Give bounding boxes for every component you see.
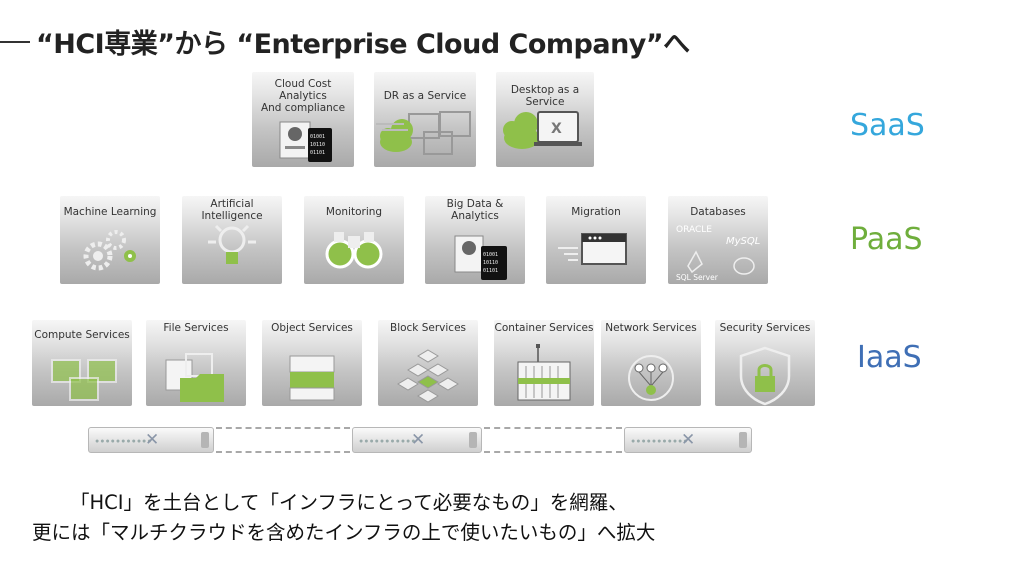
tile-machine-learning: Machine Learning (60, 196, 160, 284)
node-link (216, 427, 350, 453)
shield-lock-icon (739, 346, 791, 406)
desktop-cloud-icon: X (503, 111, 582, 149)
server-node: ●●●●●●●●●●● ✕ (352, 427, 482, 453)
file-folder-icon (165, 353, 224, 402)
tile-cloud-cost: Cloud Cost Analytics And compliance 0100… (252, 72, 354, 167)
dr-cloud-vm-icon (376, 111, 471, 155)
vent-dots: ●●●●●●●●●●● (631, 438, 689, 445)
title-accent-line (0, 41, 30, 43)
tile-label: Desktop as a Service (510, 84, 580, 108)
server-node: ●●●●●●●●●●● ✕ (88, 427, 214, 453)
tile-network-services: Network Services (601, 320, 701, 406)
cost-analytics-icon: 01001 10110 01101 (279, 121, 332, 162)
layer-label-paas: PaaS (850, 222, 923, 257)
tile-label: Monitoring (325, 206, 383, 218)
tile-migration: Migration (546, 196, 646, 284)
svg-text:01101: 01101 (310, 150, 325, 156)
tile-label: Block Services (389, 322, 466, 334)
tile-label: Machine Learning (63, 206, 157, 218)
tile-label: Migration (571, 206, 621, 218)
container-icon (517, 344, 571, 401)
vm-stack-icon (51, 359, 117, 401)
object-storage-icon (289, 355, 335, 401)
svg-text:01101: 01101 (483, 268, 498, 274)
layer-label-iaas: IaaS (857, 340, 922, 375)
nutanix-x-icon: ✕ (411, 430, 426, 449)
blocks-icon (397, 349, 459, 403)
svg-text:X: X (551, 121, 562, 137)
tile-label: Compute Services (34, 329, 130, 341)
lightbulb-icon (208, 224, 256, 264)
node-link (484, 427, 622, 453)
database-logos-icon: ORACLE MySQL SQL Server (676, 225, 760, 282)
tile-block-services: Block Services (378, 320, 478, 406)
nutanix-x-icon: ✕ (681, 430, 696, 449)
gears-icon (83, 230, 136, 271)
tile-container-services: Container Services (494, 320, 594, 406)
tile-object-services: Object Services (262, 320, 362, 406)
nutanix-x-icon: ✕ (145, 430, 160, 449)
drive-bay (739, 432, 747, 448)
slide-title: “HCI専業”から “Enterprise Cloud Company”へ (36, 29, 690, 60)
subtitle-line-2: 更には「マルチクラウドを含めたインフラの上で使いたいもの」へ拡大 (32, 521, 656, 544)
tile-artificial-intelligence: Artificial Intelligence (182, 196, 282, 284)
network-icon (628, 355, 674, 401)
tile-desktop-as-a-service: Desktop as a Service X (496, 72, 594, 167)
tile-compute-services: Compute Services (32, 320, 132, 406)
svg-text:10110: 10110 (310, 142, 325, 148)
tile-label: Databases (690, 206, 746, 218)
oracle-logo: ORACLE (676, 225, 712, 235)
drive-bay (201, 432, 209, 448)
subtitle-line-1: 「HCI」を土台として「インフラにとって必要なもの」を網羅、 (70, 491, 628, 514)
big-data-icon: 01001 10110 01101 (454, 235, 507, 280)
svg-text:01001: 01001 (310, 134, 325, 140)
tile-label: Network Services (605, 322, 697, 334)
tile-databases: Databases ORACLE MySQL SQL Server (668, 196, 768, 284)
migration-window-icon (558, 233, 627, 265)
tile-label: Security Services (719, 322, 811, 334)
binoculars-icon (325, 232, 383, 269)
tile-label: Container Services (494, 322, 594, 334)
tile-big-data-analytics: Big Data & Analytics 01001 10110 01101 (425, 196, 525, 284)
tile-label: Artificial Intelligence (201, 198, 263, 222)
tile-label: DR as a Service (383, 90, 467, 102)
svg-text:10110: 10110 (483, 260, 498, 266)
svg-text:01001: 01001 (483, 252, 498, 258)
server-node: ●●●●●●●●●●● ✕ (624, 427, 752, 453)
mysql-logo: MySQL (726, 236, 760, 247)
tile-label: Big Data & Analytics (446, 198, 504, 222)
tile-dr-as-a-service: DR as a Service (374, 72, 476, 167)
vent-dots: ●●●●●●●●●●● (95, 438, 153, 445)
tile-file-services: File Services (146, 320, 246, 406)
tile-label: File Services (163, 322, 229, 334)
tile-security-services: Security Services (715, 320, 815, 406)
sql-server-logo: SQL Server (676, 273, 719, 282)
tile-monitoring: Monitoring (304, 196, 404, 284)
drive-bay (469, 432, 477, 448)
layer-label-saas: SaaS (850, 108, 925, 143)
tile-label: Object Services (271, 322, 353, 334)
tile-label: Cloud Cost Analytics And compliance (260, 78, 346, 114)
vent-dots: ●●●●●●●●●●● (359, 438, 417, 445)
